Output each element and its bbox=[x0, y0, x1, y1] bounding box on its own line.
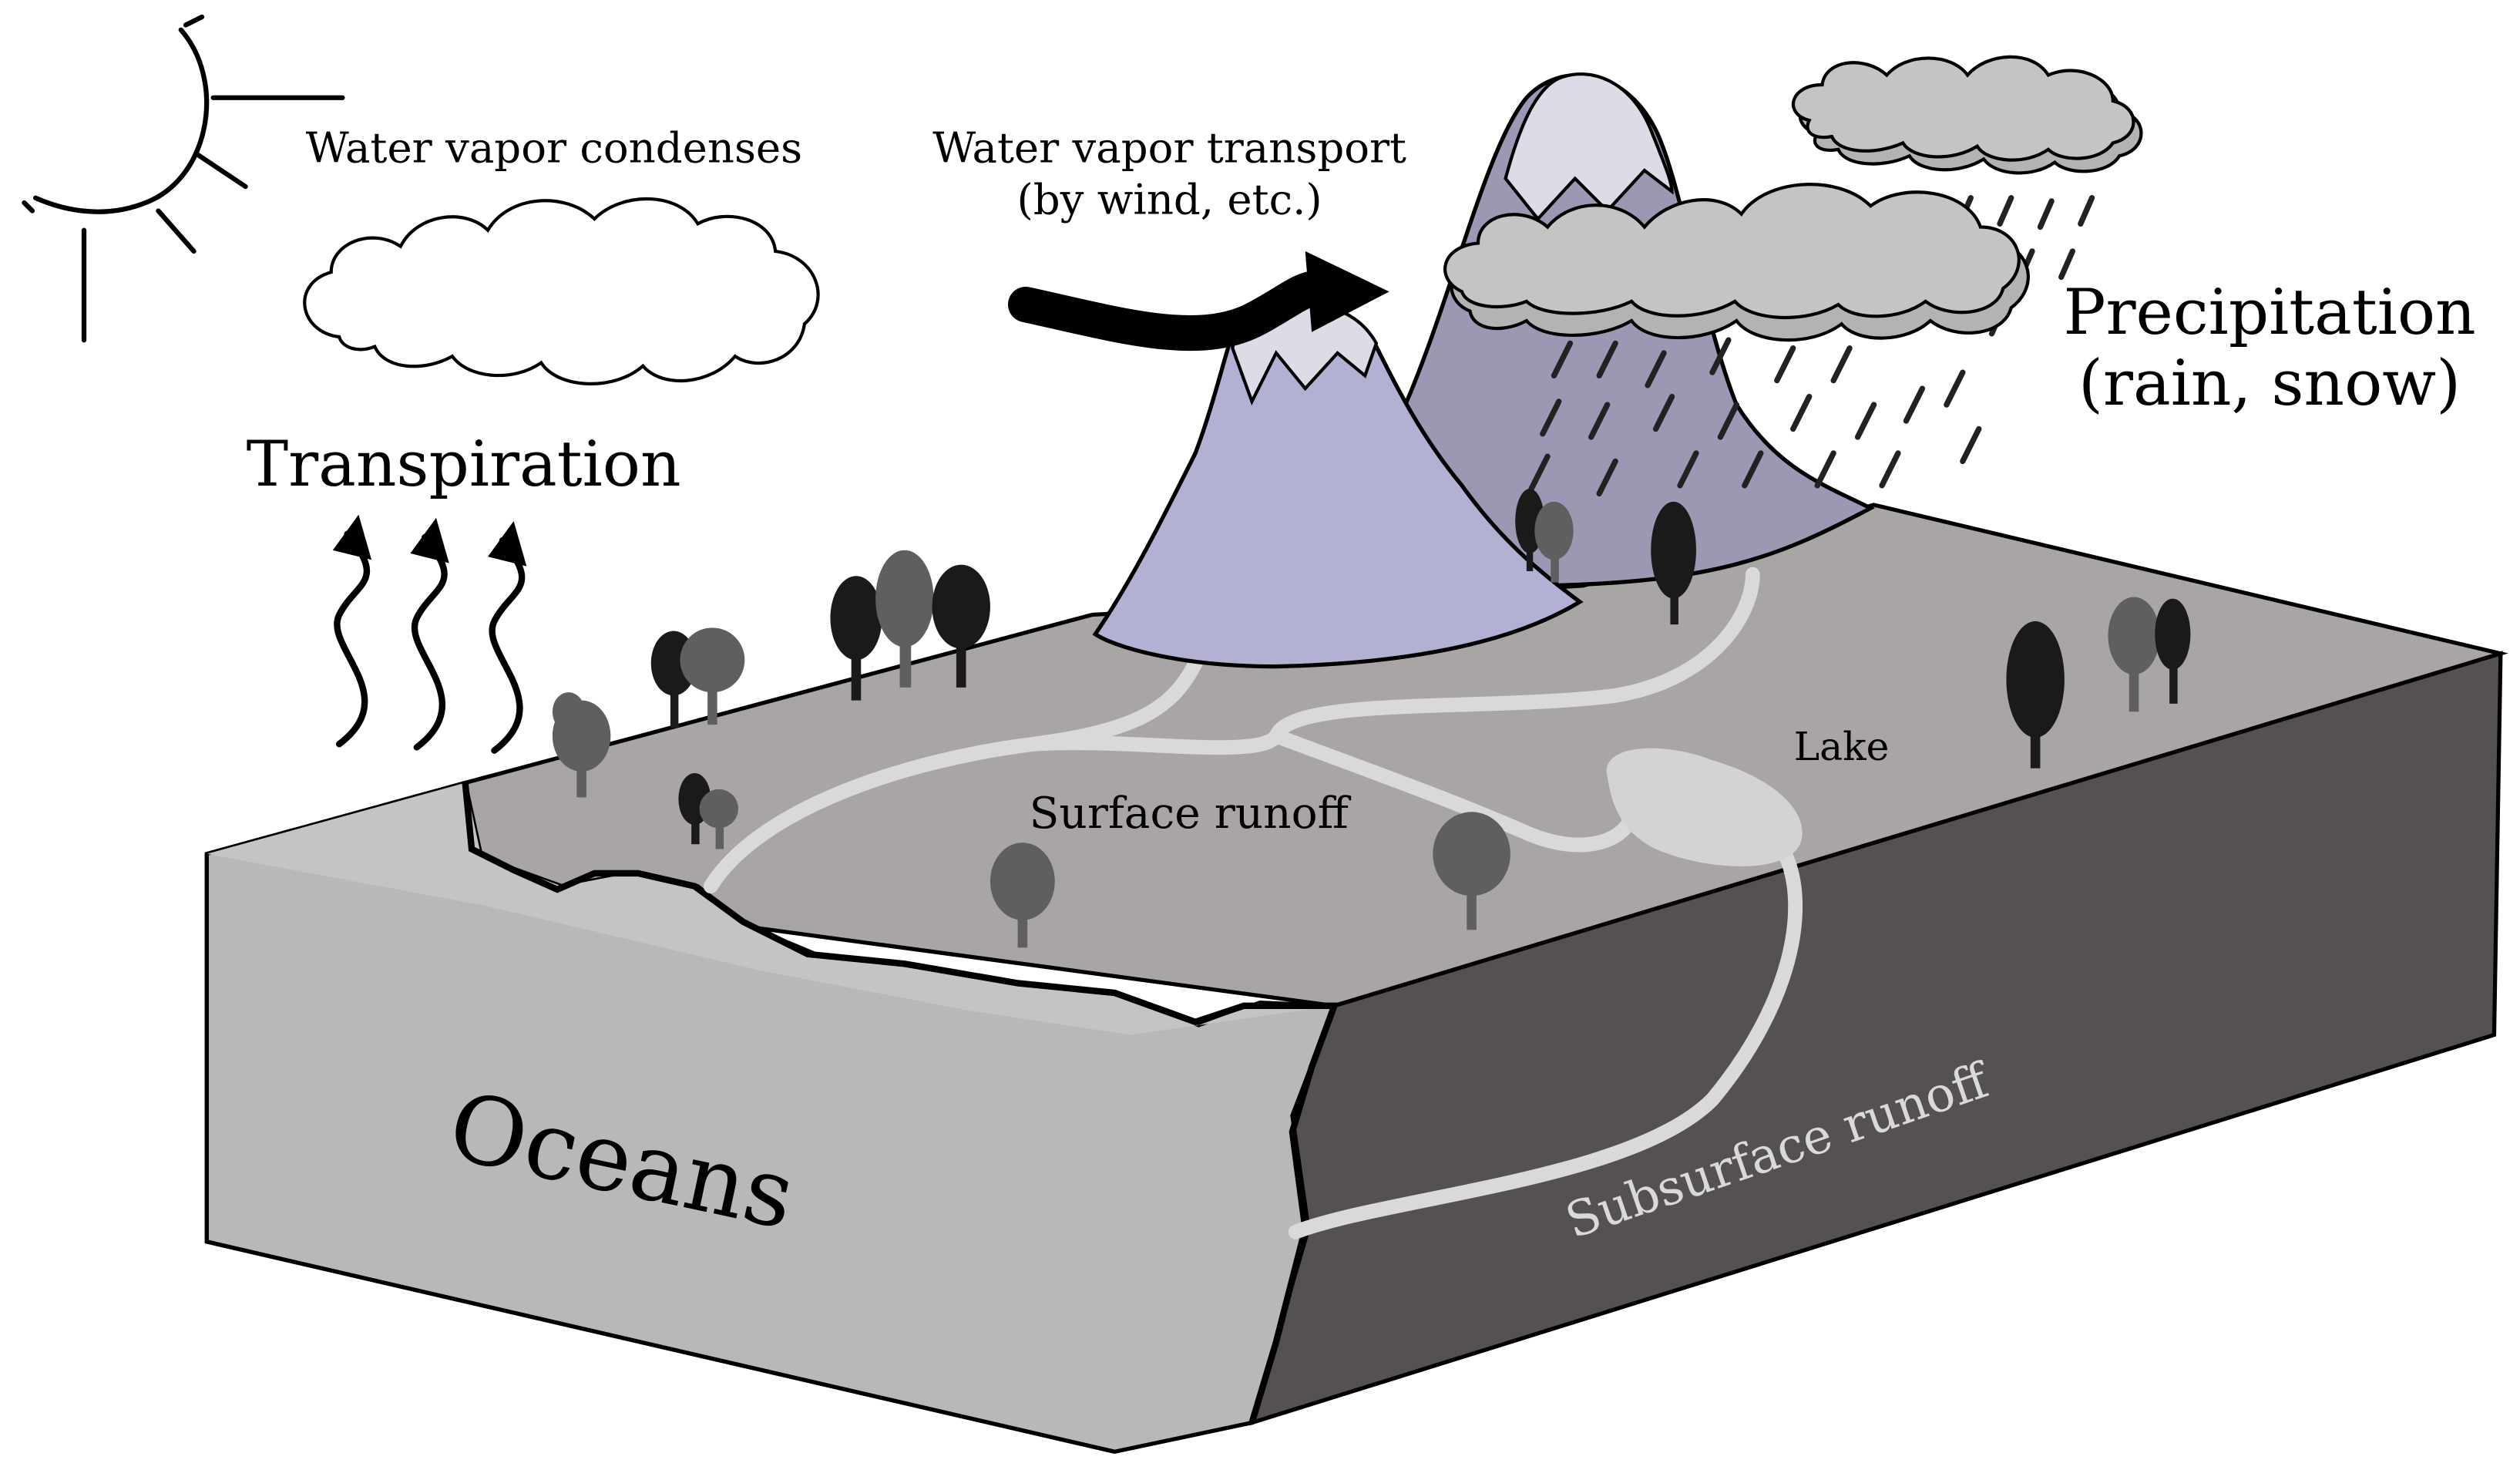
label-transpiration: Transpiration bbox=[247, 428, 681, 501]
transpiration-arrows bbox=[332, 514, 527, 754]
storm-cloud-small bbox=[1792, 55, 2143, 175]
tree bbox=[990, 843, 1055, 948]
storm-cloud-large bbox=[1443, 183, 2030, 342]
tree bbox=[1651, 501, 1696, 625]
surface-runoff-streams bbox=[703, 567, 1760, 894]
tree bbox=[552, 692, 611, 798]
tree bbox=[932, 564, 990, 688]
label-vapor-transport-line1: Water vapor transport bbox=[932, 123, 1406, 173]
back-mountain-snowcap bbox=[1504, 72, 1674, 222]
sun-icon bbox=[22, 14, 345, 343]
back-mountain bbox=[1403, 72, 1876, 588]
lake bbox=[1606, 748, 1803, 866]
tree bbox=[680, 627, 745, 725]
label-precipitation-line1: Precipitation bbox=[2063, 276, 2475, 349]
tree bbox=[699, 789, 738, 849]
tree bbox=[830, 576, 882, 701]
tree bbox=[1534, 501, 1574, 583]
subsurface-runoff-stream bbox=[1288, 846, 1803, 1240]
label-vapor-transport-line2: (by wind, etc.) bbox=[1017, 175, 1322, 224]
label-lake: Lake bbox=[1794, 724, 1890, 769]
tree bbox=[2108, 597, 2160, 712]
tree bbox=[1433, 812, 1510, 930]
tree bbox=[2006, 621, 2065, 769]
label-precipitation-line2: (rain, snow) bbox=[2078, 347, 2461, 420]
coastline bbox=[462, 782, 1339, 1424]
trees bbox=[552, 489, 2191, 948]
vapor-transport-arrow bbox=[1008, 251, 1389, 352]
tree bbox=[2155, 598, 2191, 704]
label-water-vapor-condenses: Water vapor condenses bbox=[306, 123, 802, 173]
tree bbox=[875, 550, 934, 688]
label-surface-runoff: Surface runoff bbox=[1030, 788, 1352, 839]
land-block bbox=[204, 503, 2508, 1455]
condensing-cloud bbox=[303, 197, 820, 385]
